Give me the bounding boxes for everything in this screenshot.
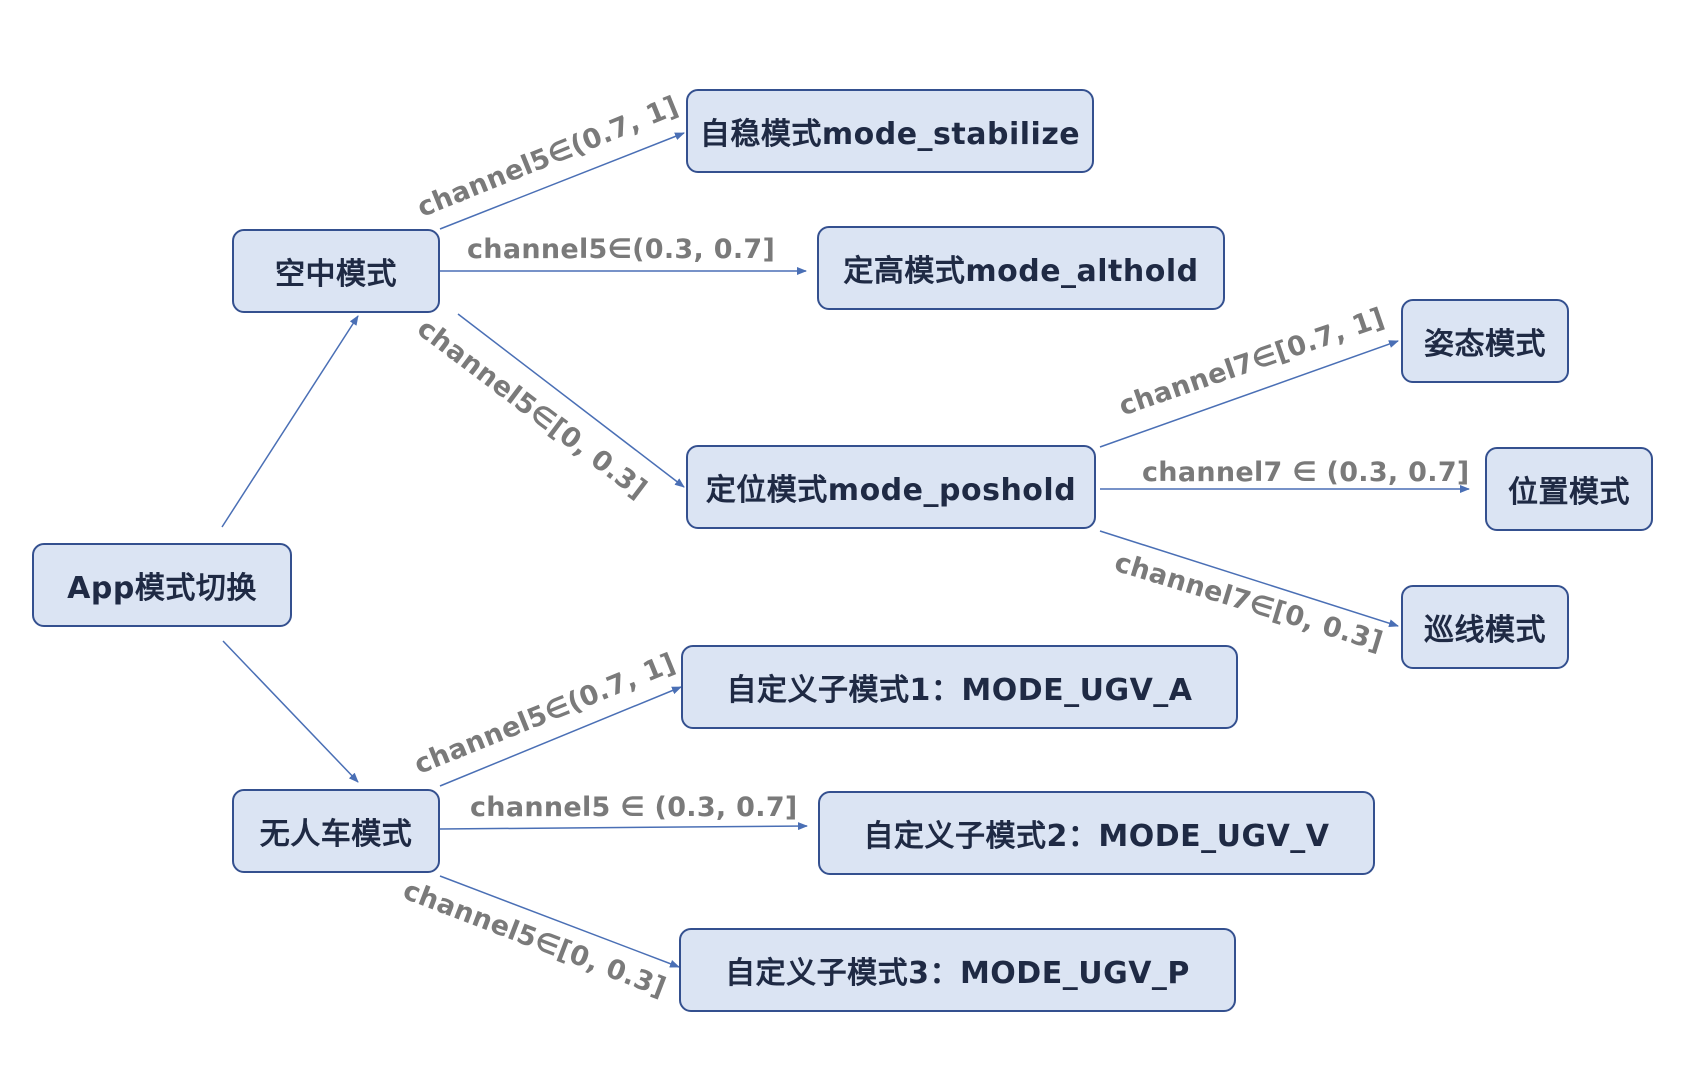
edge-label-pos-position: channel7 ∈ (0.3, 0.7]	[1142, 457, 1470, 488]
node-air-mode: 空中模式	[232, 229, 440, 313]
node-ugv-mode: 无人车模式	[232, 789, 440, 873]
node-ugv-v-mode: 自定义子模式2：MODE_UGV_V	[818, 791, 1375, 875]
arrow-pos-to-attitude	[1099, 340, 1399, 448]
node-patrol-mode: 巡线模式	[1401, 585, 1569, 669]
arrow-pos-to-patrol	[1099, 530, 1399, 628]
arrow-ugv-to-v	[439, 822, 808, 831]
edge-label-air-althold: channel5∈(0.3, 0.7]	[467, 234, 776, 265]
node-ugv-p-mode: 自定义子模式3：MODE_UGV_P	[679, 928, 1236, 1012]
node-attitude-mode: 姿态模式	[1401, 299, 1569, 383]
node-stabilize-mode: 自稳模式mode_stabilize	[686, 89, 1094, 173]
node-althold-mode: 定高模式mode_althold	[817, 226, 1225, 310]
arrow-ugv-to-a	[439, 686, 682, 787]
arrow-app-to-air	[221, 315, 359, 528]
node-poshold-mode: 定位模式mode_poshold	[686, 445, 1096, 529]
arrow-air-to-poshold	[457, 313, 685, 488]
node-app-mode-switch: App模式切换	[32, 543, 292, 627]
arrow-ugv-to-p	[439, 875, 680, 968]
node-position-mode: 位置模式	[1485, 447, 1653, 531]
edge-label-ugv-v: channel5 ∈ (0.3, 0.7]	[470, 792, 798, 823]
arrow-air-to-stabilize	[439, 132, 685, 230]
node-ugv-a-mode: 自定义子模式1：MODE_UGV_A	[681, 645, 1238, 729]
arrow-app-to-ugv	[222, 640, 359, 783]
